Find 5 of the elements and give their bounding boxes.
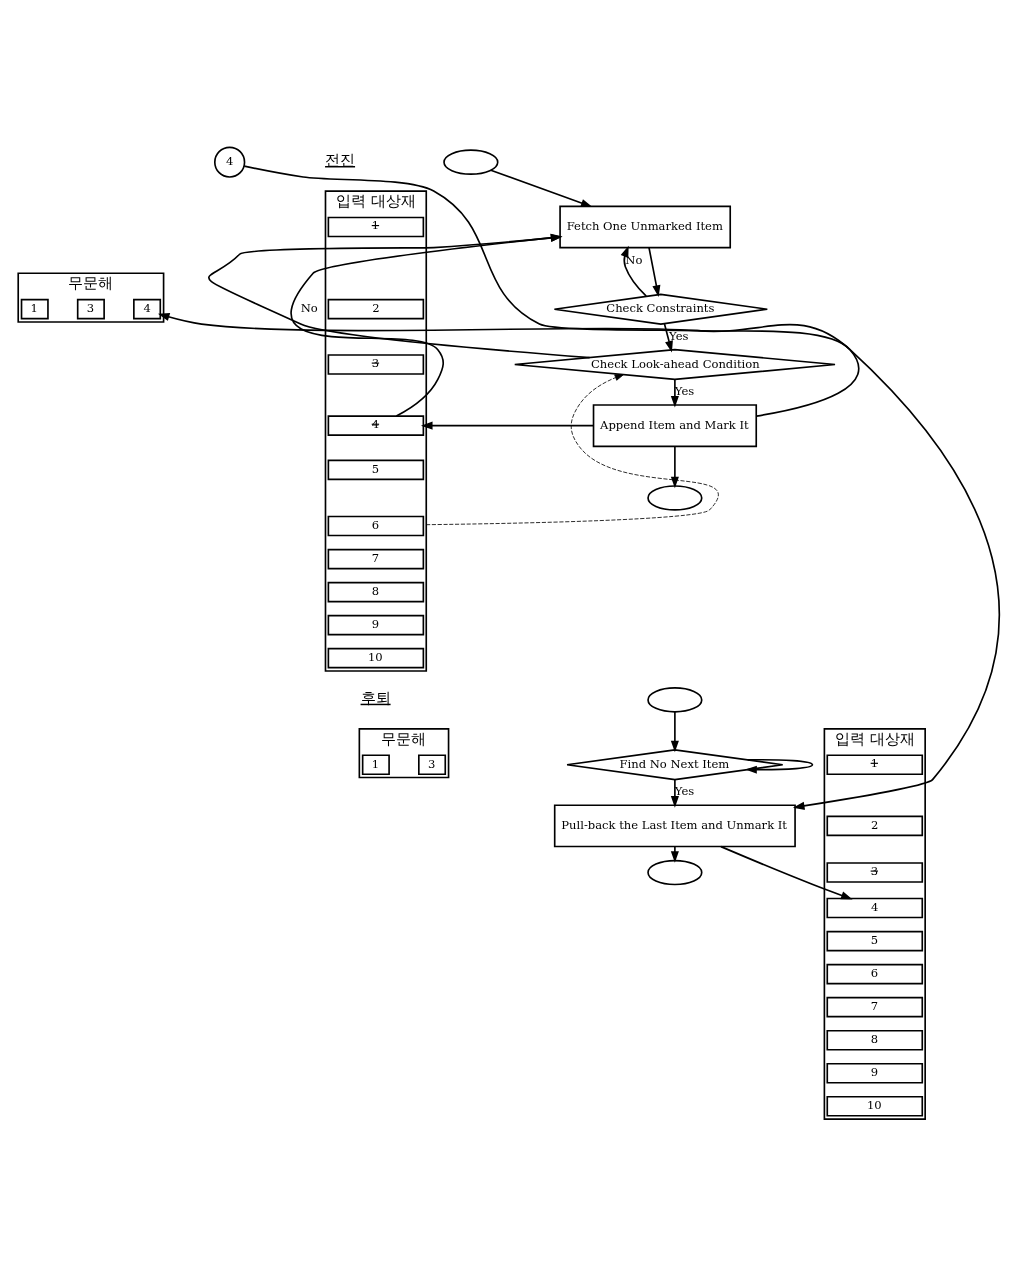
edge-label: No (625, 252, 643, 267)
label: 전진 (325, 150, 356, 169)
label: 후퇴 (360, 688, 391, 707)
edge-label: Yes (669, 328, 689, 343)
edge-label: No (300, 300, 318, 315)
